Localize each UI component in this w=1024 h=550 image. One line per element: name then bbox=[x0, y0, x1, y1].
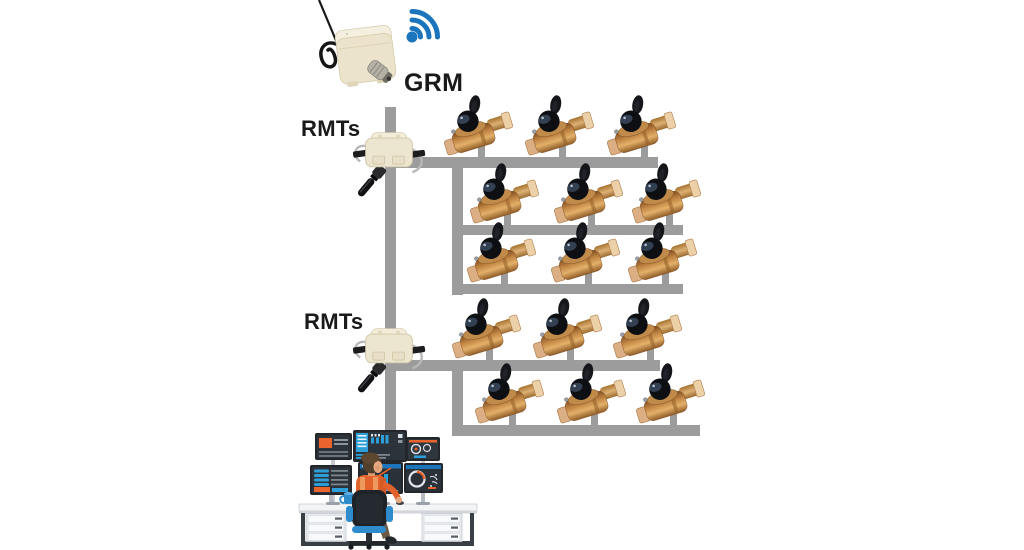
pipe-main-riser bbox=[385, 107, 396, 447]
monitor-status-screen bbox=[315, 433, 352, 460]
pipe-branch-row-2 bbox=[452, 225, 683, 235]
water-meter bbox=[601, 288, 686, 361]
grm-label: GRM bbox=[404, 69, 464, 97]
meter-pipe-stub bbox=[567, 347, 574, 362]
meter-pipe-stub bbox=[585, 271, 592, 286]
rmts-label-2: RMTs bbox=[304, 309, 364, 334]
coffee-mug bbox=[339, 492, 353, 504]
meter-pipe-stub bbox=[591, 412, 598, 427]
water-meter bbox=[545, 353, 630, 426]
meter-pipe-stub bbox=[509, 412, 516, 427]
water-meter bbox=[432, 85, 517, 158]
pipe-trunk-group-2 bbox=[452, 360, 463, 436]
water-meter bbox=[455, 212, 540, 285]
water-meter bbox=[539, 212, 624, 285]
monitor-gauges-screen bbox=[406, 437, 440, 461]
meter-pipe-stub bbox=[666, 212, 673, 227]
control-station bbox=[298, 430, 478, 550]
meter-pipe-stub bbox=[504, 212, 511, 227]
desk-drawer-unit-right bbox=[421, 513, 463, 542]
water-meter bbox=[616, 212, 701, 285]
meter-pipe-stub bbox=[486, 347, 493, 362]
rmts-label-1: RMTs bbox=[301, 116, 361, 141]
meter-pipe-stub bbox=[559, 144, 566, 159]
desk-drawer-unit-left bbox=[305, 513, 347, 542]
water-meter bbox=[542, 153, 627, 226]
cable-gland bbox=[367, 60, 393, 83]
meter-pipe-stub bbox=[478, 144, 485, 159]
pipe-branch-row-3 bbox=[452, 284, 683, 294]
water-meter bbox=[624, 353, 709, 426]
pipe-branch-row-1 bbox=[391, 157, 658, 168]
meter-pipe-stub bbox=[641, 144, 648, 159]
pipe-branch-row-5 bbox=[452, 425, 700, 436]
meter-pipe-stub bbox=[662, 271, 669, 286]
grm-gateway-device bbox=[317, 0, 397, 88]
office-chair bbox=[346, 490, 393, 550]
wifi-signal-icon bbox=[406, 9, 440, 43]
water-meter bbox=[458, 153, 543, 226]
meter-pipe-stub bbox=[588, 212, 595, 227]
water-meter bbox=[595, 85, 680, 158]
monitor-radial-gauge-screen bbox=[404, 463, 443, 493]
water-meter bbox=[513, 85, 598, 158]
pipe-branch-row-4 bbox=[393, 360, 660, 371]
water-meter bbox=[620, 153, 705, 226]
meter-pipe-stub bbox=[647, 347, 654, 362]
monitor-list-screen bbox=[310, 465, 352, 495]
water-meter bbox=[440, 288, 525, 361]
meter-pipe-stub bbox=[501, 271, 508, 286]
water-meter bbox=[521, 288, 606, 361]
meter-pipe-stub bbox=[670, 412, 677, 427]
